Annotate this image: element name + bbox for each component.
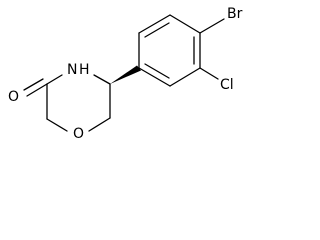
chlorine-label: Cl — [220, 77, 234, 93]
aryl-bond-2 — [138, 14, 171, 34]
aryl-inner-bond-1 — [144, 22, 170, 38]
aryl-bond-3 — [169, 14, 201, 34]
chemical-structure-diagram: O N H O Br Cl — [8, 6, 243, 142]
stereo-wedge-bond — [110, 65, 141, 84]
bond-c6-o1 — [88, 117, 111, 132]
aryl-bond-6 — [138, 67, 171, 87]
carbonyl-oxygen-label: O — [8, 89, 19, 105]
aryl-bond-5 — [169, 67, 201, 87]
carbonyl-double-bond-b — [23, 78, 44, 91]
bond-o1-c2 — [46, 118, 68, 132]
aryl-inner-bond-3 — [144, 63, 170, 79]
bond-c-br — [199, 18, 225, 34]
bond-n4-c5 — [93, 74, 111, 85]
bromine-label: Br — [227, 6, 243, 22]
ring-nitrogen-label: N — [67, 62, 77, 78]
ring-oxygen-label: O — [73, 126, 84, 142]
ring-nitrogen-hydrogen-label: H — [79, 62, 90, 78]
carbonyl-double-bond-a — [26, 83, 48, 97]
bond-c-cl — [199, 67, 219, 80]
bond-c3-n4 — [46, 74, 63, 85]
morpholinone-ring — [23, 74, 111, 132]
aryl-ring — [138, 14, 225, 87]
